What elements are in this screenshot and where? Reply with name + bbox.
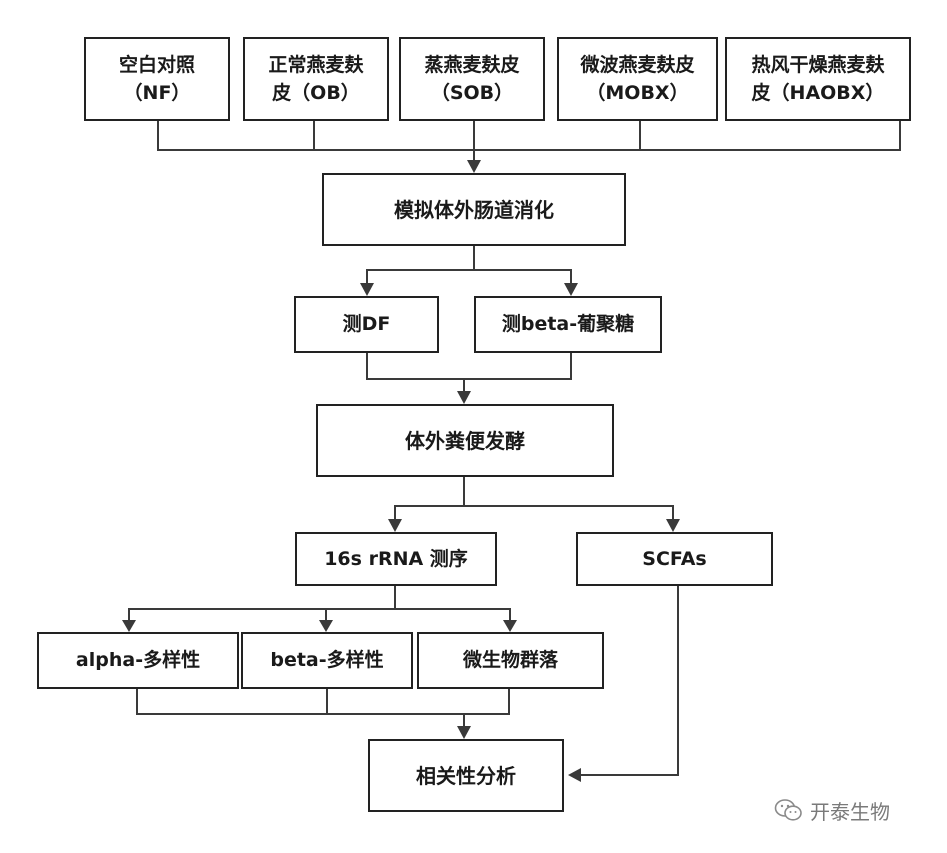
wechat-icon xyxy=(774,798,802,821)
sample-code: （SOB） xyxy=(430,82,514,104)
arrow-to-digestion xyxy=(467,160,481,173)
digestion-label: 模拟体外肠道消化 xyxy=(394,197,554,222)
glucan-label: 测beta-葡聚糖 xyxy=(501,313,635,336)
sample-label: 蒸燕麦麸皮 xyxy=(424,53,520,76)
sample-box-nf: 空白对照 （NF） xyxy=(84,37,230,121)
arrow-to-alpha xyxy=(122,620,136,632)
sample-code: （MOBX） xyxy=(586,82,689,104)
arrow-to-beta xyxy=(319,620,333,632)
arrow-scfas-to-correlation xyxy=(568,768,581,782)
sample-box-mobx: 微波燕麦麸皮 （MOBX） xyxy=(557,37,718,121)
arrow-to-sequencing xyxy=(388,519,402,532)
fermentation-label: 体外粪便发酵 xyxy=(405,428,525,453)
sample-box-sob: 蒸燕麦麸皮 （SOB） xyxy=(399,37,545,121)
correlation-box: 相关性分析 xyxy=(368,739,564,812)
arrow-to-df xyxy=(360,283,374,296)
watermark: 开泰生物 xyxy=(774,796,890,825)
sample-code: 皮（OB） xyxy=(272,82,360,104)
alpha-diversity-box: alpha-多样性 xyxy=(37,632,239,689)
sample-code: 皮（HAOBX） xyxy=(751,82,885,104)
alpha-diversity-label: alpha-多样性 xyxy=(75,649,201,672)
arrow-to-fermentation xyxy=(457,391,471,404)
beta-diversity-box: beta-多样性 xyxy=(241,632,413,689)
glucan-box: 测beta-葡聚糖 xyxy=(474,296,662,353)
sample-box-ob: 正常燕麦麸皮（OB） xyxy=(243,37,389,121)
scfas-label: SCFAs xyxy=(642,547,707,570)
microbial-community-label: 微生物群落 xyxy=(462,649,558,672)
arrow-to-scfas xyxy=(666,519,680,532)
correlation-label: 相关性分析 xyxy=(416,763,516,788)
sequencing-box: 16s rRNA 测序 xyxy=(295,532,497,586)
sample-label: 空白对照 xyxy=(118,53,195,76)
sample-label: 微波燕麦麸皮 xyxy=(580,53,695,76)
arrow-to-correlation xyxy=(457,726,471,739)
samples-merge-line xyxy=(157,120,901,151)
arrow-to-community xyxy=(503,620,517,632)
digestion-box: 模拟体外肠道消化 xyxy=(322,173,626,246)
watermark-text: 开泰生物 xyxy=(810,800,890,824)
beta-diversity-label: beta-多样性 xyxy=(270,649,384,672)
sample-label: 正常燕麦麸 xyxy=(268,53,364,76)
sample-code: （NF） xyxy=(123,82,191,104)
sample-label: 热风干燥燕麦麸 xyxy=(751,53,885,76)
df-label: 测DF xyxy=(342,313,391,336)
sample-box-haobx: 热风干燥燕麦麸皮（HAOBX） xyxy=(725,37,911,121)
arrow-to-glucan xyxy=(564,283,578,296)
scfas-box: SCFAs xyxy=(576,532,773,586)
df-box: 测DF xyxy=(294,296,439,353)
microbial-community-box: 微生物群落 xyxy=(417,632,604,689)
sequencing-label: 16s rRNA 测序 xyxy=(324,547,468,570)
fermentation-box: 体外粪便发酵 xyxy=(316,404,614,477)
